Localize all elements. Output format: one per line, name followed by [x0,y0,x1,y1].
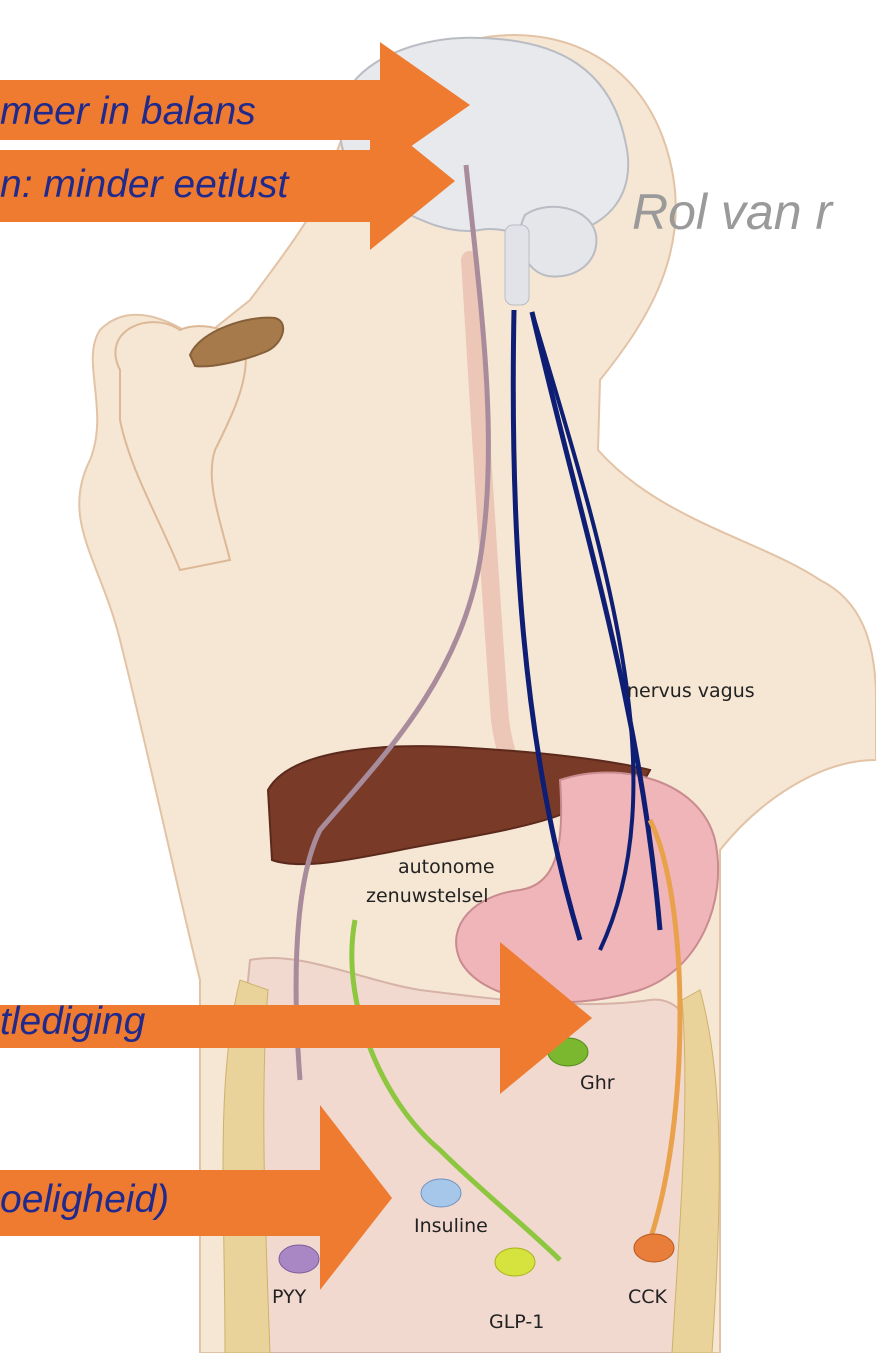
cck-marker [634,1234,674,1262]
arrow-label-1: meer in balans [0,90,256,134]
label-ghr: Ghr [580,1072,615,1094]
label-glp1: GLP-1 [489,1311,544,1333]
arrow-label-3: tlediging [0,1000,145,1044]
brainstem [505,225,529,305]
label-pyy: PYY [272,1286,306,1308]
slide-title: Rol van r [632,183,832,241]
pyy-marker [279,1245,319,1273]
label-nervus-vagus: nervus vagus [627,680,755,702]
label-insuline: Insuline [414,1215,488,1237]
label-autonome: autonome [398,856,495,878]
glp1-marker [495,1248,535,1276]
arrow-label-2: n: minder eetlust [0,163,288,207]
label-cck: CCK [628,1286,667,1308]
cerebellum [520,207,597,277]
label-zenuwstelsel: zenuwstelsel [366,885,488,907]
insuline-marker [421,1179,461,1207]
arrow-label-4: oeligheid) [0,1178,169,1222]
